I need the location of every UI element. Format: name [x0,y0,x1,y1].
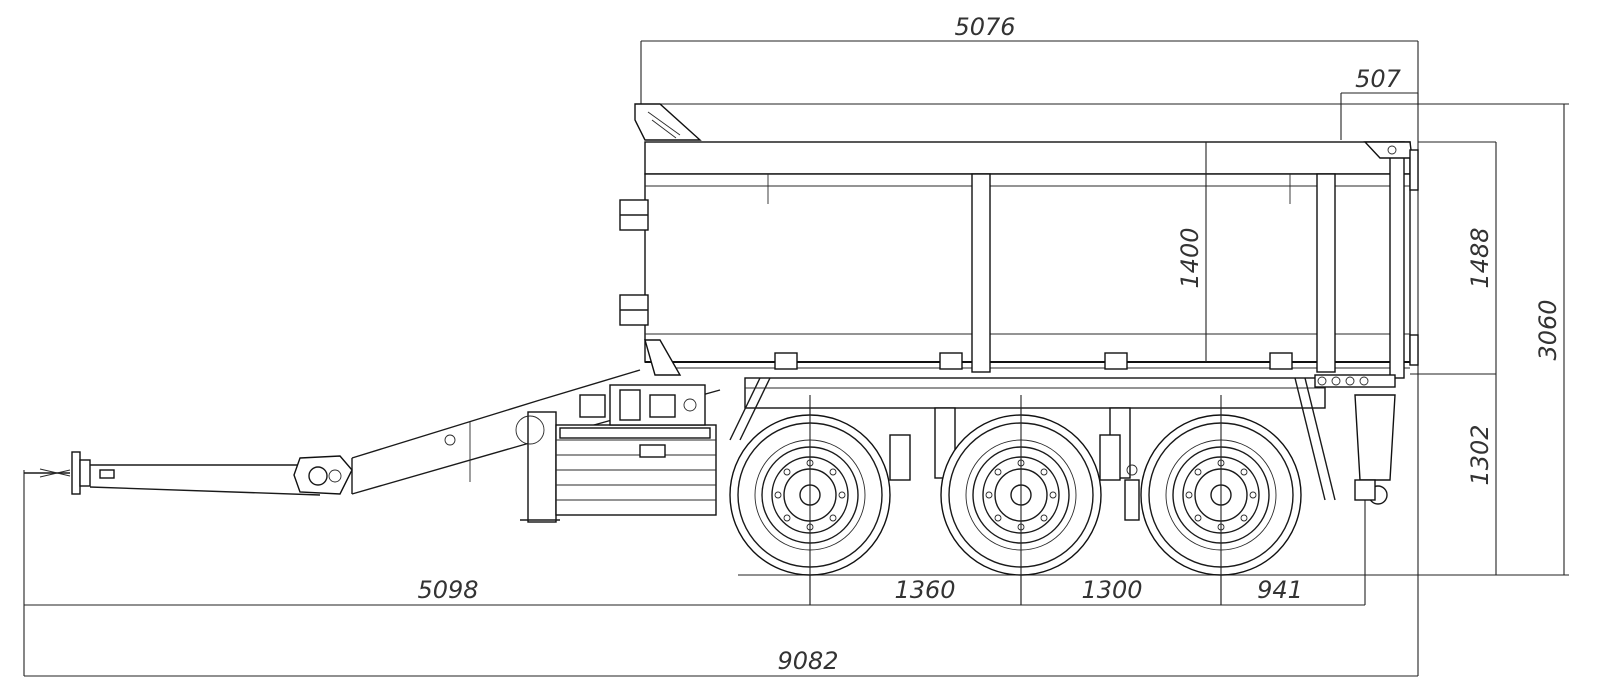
dim-body-height: 1488 [1466,227,1494,288]
dim-frame-height: 1302 [1466,424,1494,485]
dim-total-height: 3060 [1534,299,1562,360]
dim-axle-spacing-1: 1360 [894,576,955,604]
dim-top-body-length: 5076 [954,13,1015,41]
dim-rear-overhang-top: 507 [1355,65,1402,93]
dim-front-to-first-axle: 5098 [417,576,478,604]
dump-body [619,103,1419,379]
front-dolly-assembly [515,384,717,523]
dimension-lines [23,40,1569,677]
dim-total-length: 9082 [777,647,838,675]
suspension [889,434,1140,521]
dim-axle-spacing-2: 1300 [1081,576,1142,604]
axle-centerlines [809,142,1222,605]
dim-side-height: 1400 [1176,227,1204,288]
drawbar [24,369,721,496]
chassis-frame [729,374,1396,505]
dim-rear-overhang: 941 [1257,576,1303,604]
